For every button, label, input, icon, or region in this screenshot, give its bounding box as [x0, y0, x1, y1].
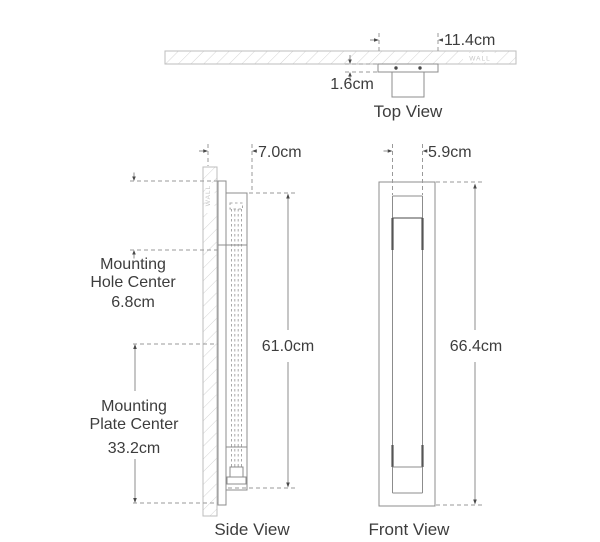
dimension-depth: 7.0cm — [199, 144, 302, 192]
front-view: 5.9cm 66.4cm Front View — [369, 144, 502, 539]
arrow-icon — [203, 149, 208, 153]
wall-label: WALL — [205, 185, 212, 206]
wall-label-backing — [205, 183, 215, 213]
arrow-icon — [132, 176, 136, 181]
socket — [229, 466, 244, 478]
view-label: Top View — [374, 102, 443, 121]
dimension-value: 5.9cm — [428, 144, 472, 161]
arrow-icon — [473, 499, 477, 505]
arrow-icon — [286, 193, 290, 199]
arrow-icon — [133, 344, 137, 349]
dimension-height: 61.0cm — [228, 192, 314, 489]
dimension-value: 66.4cm — [450, 338, 502, 355]
annotation-line: Mounting — [100, 256, 166, 273]
dimension-value: 11.4cm — [444, 32, 495, 49]
arrow-icon — [252, 149, 257, 153]
annotation-line: Plate Center — [90, 416, 180, 433]
dimension-value: 7.0cm — [258, 144, 302, 161]
wall-section — [202, 166, 218, 517]
lamp-top-hidden — [229, 202, 243, 210]
screw-hole-icon — [418, 66, 422, 70]
dimension-value: 1.6cm — [330, 76, 374, 93]
fixture-body — [225, 192, 248, 491]
arrow-icon — [422, 149, 428, 153]
arrow-icon — [133, 498, 137, 503]
view-label: Front View — [369, 520, 451, 539]
arrow-icon — [387, 149, 393, 153]
arrow-icon — [438, 38, 443, 42]
arrow-icon — [374, 38, 379, 42]
annotation-line: Mounting — [101, 398, 167, 415]
dimension-width: 11.4cm — [370, 32, 495, 51]
wall-section — [164, 50, 517, 65]
mounting-plate — [217, 180, 227, 506]
arrow-icon — [286, 482, 290, 488]
dimension-thickness: 1.6cm — [330, 55, 378, 93]
view-label: Side View — [214, 520, 290, 539]
annotation-line: Hole Center — [90, 274, 176, 291]
dimension-mounting-plate-center: Mounting Plate Center 33.2cm — [90, 343, 218, 504]
dimension-width: 5.9cm — [383, 144, 472, 195]
wall-label: WALL — [469, 56, 490, 63]
side-view: WALL 7.0cm 61.0cm — [90, 144, 314, 539]
dimension-mounting-hole-center: Mounting Hole Center 6.8cm — [90, 172, 218, 311]
top-view: WALL 11.4cm 1.6cm Top View — [164, 32, 517, 121]
dimension-value: 6.8cm — [111, 294, 155, 311]
dimension-height: 66.4cm — [436, 181, 502, 506]
screw-hole-icon — [394, 66, 398, 70]
arrow-icon — [473, 183, 477, 189]
arrow-icon — [348, 59, 352, 64]
wall-label-backing — [463, 53, 496, 62]
arrow-icon — [132, 250, 136, 255]
dimension-value: 33.2cm — [108, 440, 160, 457]
fixture-body — [391, 71, 425, 98]
fixture-frame — [378, 181, 436, 507]
dimension-value: 61.0cm — [262, 338, 314, 355]
arrow-icon — [348, 72, 352, 77]
mounting-plate — [377, 63, 439, 73]
socket-base — [226, 476, 247, 485]
